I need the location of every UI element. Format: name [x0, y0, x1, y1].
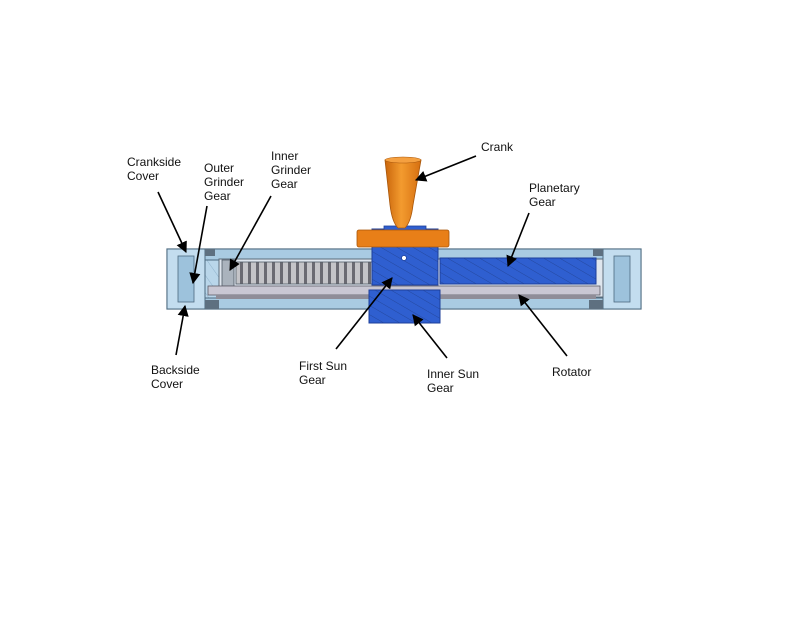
label-crank: Crank	[481, 140, 514, 154]
crank-top	[384, 156, 422, 164]
label-planetary-gear: Planetary Gear	[529, 181, 583, 209]
label-first-sun-gear: First Sun Gear	[299, 359, 350, 387]
top-tab-right	[593, 249, 603, 256]
arrow-backside-cover	[175, 304, 189, 356]
leader-arrows	[157, 155, 568, 359]
arrow-crank	[414, 155, 477, 182]
label-crankside-cover: Crankside Cover	[127, 155, 184, 183]
label-backside-cover: Backside Cover	[151, 363, 203, 391]
top-tab-left	[205, 249, 215, 256]
planetary-gear	[439, 257, 597, 285]
label-rotator: Rotator	[552, 365, 591, 379]
inner-grinder-gear	[235, 261, 373, 285]
bottom-tab-left	[205, 300, 219, 309]
label-inner-grinder-gear: Inner Grinder Gear	[271, 149, 314, 191]
left-bolt-channel	[177, 255, 195, 303]
arrow-rotator	[518, 294, 568, 357]
crank-flange	[356, 229, 450, 248]
label-outer-grinder-gear: Outer Grinder Gear	[204, 161, 247, 203]
label-inner-sun-gear: Inner Sun Gear	[427, 367, 482, 395]
arrow-outer-grinder-gear	[189, 205, 208, 285]
arrow-inner-grinder-gear	[229, 195, 272, 271]
arrow-inner-sun-gear	[412, 314, 448, 359]
bottom-tab-right	[589, 300, 603, 309]
outer-grinder-gear	[221, 259, 235, 287]
arrow-first-sun-gear	[335, 277, 393, 350]
crank-handle	[384, 159, 422, 229]
shaft-center-dot	[401, 255, 407, 261]
labels: Crank Planetary Gear Crankside Cover Out…	[127, 140, 591, 395]
arrow-planetary-gear	[506, 212, 530, 268]
right-bolt-channel	[613, 255, 631, 303]
crank	[356, 156, 450, 248]
inner-sun-gear	[368, 289, 441, 324]
arrow-crankside-cover	[157, 191, 187, 254]
